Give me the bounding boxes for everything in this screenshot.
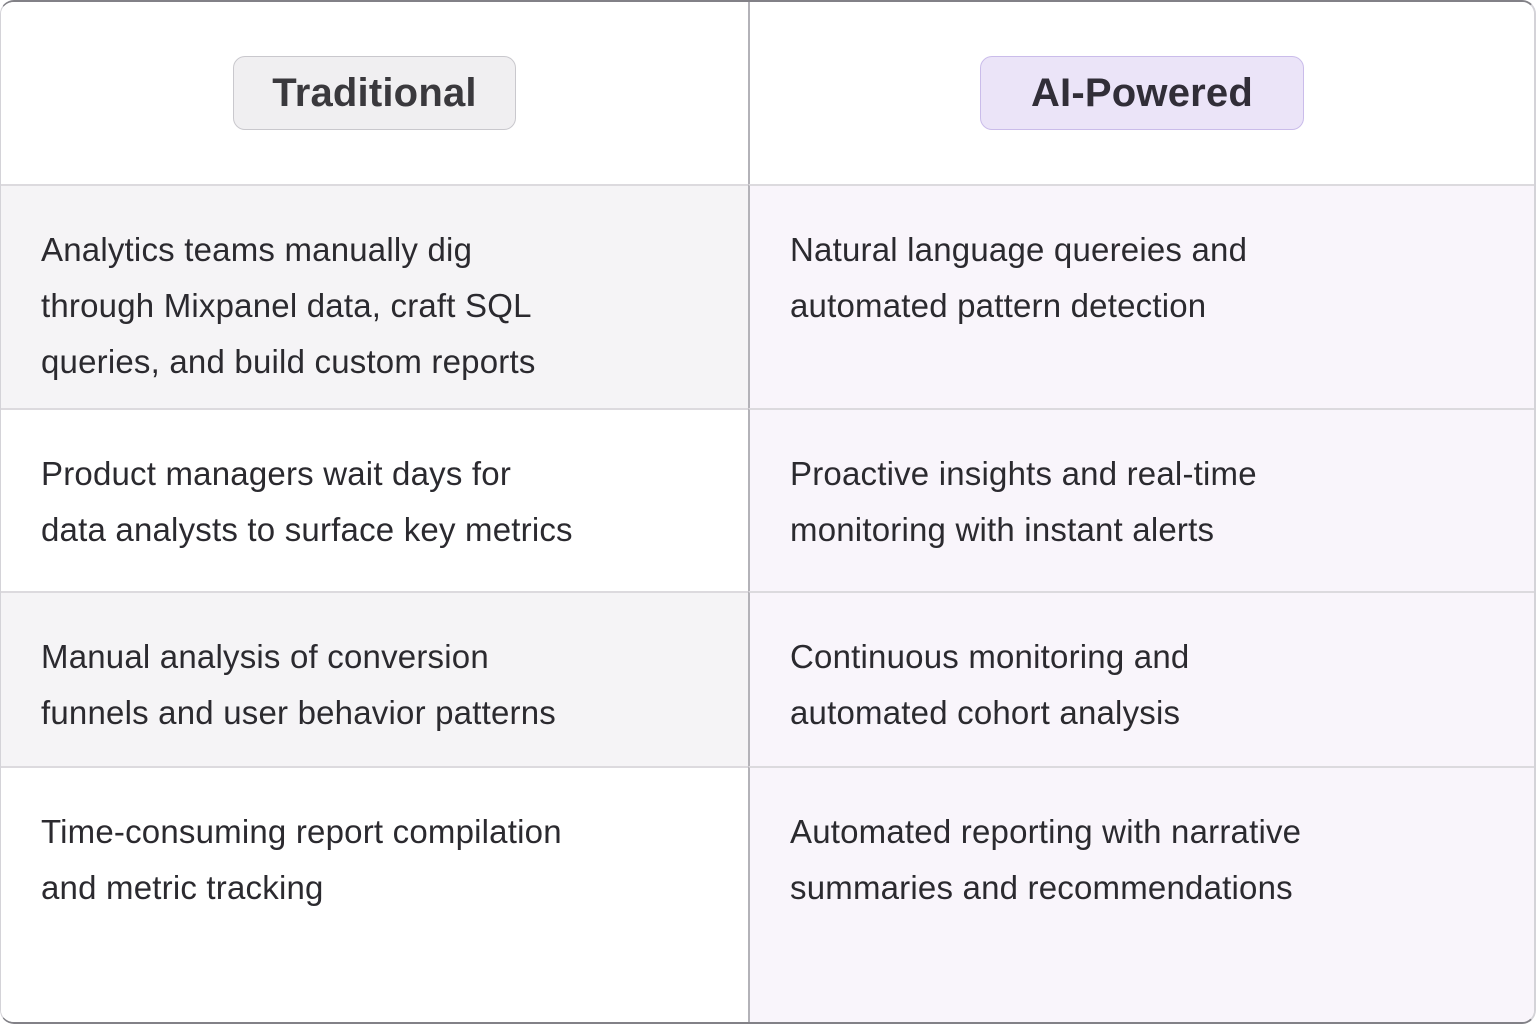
ai-row-3-text: Continuous monitoring and automated coho… <box>790 638 1190 731</box>
table-row-1-cell-traditional: Analytics teams manually dig through Mix… <box>1 184 748 408</box>
table-row-4-cell-traditional: Time-consuming report compilation and me… <box>1 766 748 1022</box>
column-header-ai-powered: AI-Powered <box>748 2 1534 184</box>
traditional-row-4-text: Time-consuming report compilation and me… <box>41 813 562 906</box>
ai-row-2-text: Proactive insights and real-time monitor… <box>790 455 1257 548</box>
ai-powered-badge: AI-Powered <box>979 56 1305 130</box>
table-row-3-cell-ai: Continuous monitoring and automated coho… <box>748 591 1534 766</box>
traditional-badge: Traditional <box>233 56 516 130</box>
traditional-row-2-text: Product managers wait days for data anal… <box>41 455 573 548</box>
ai-row-1-text: Natural language quereies and automated … <box>790 231 1248 324</box>
table-row-3-cell-traditional: Manual analysis of conversion funnels an… <box>1 591 748 766</box>
table-row-2-cell-traditional: Product managers wait days for data anal… <box>1 408 748 591</box>
traditional-row-1-text: Analytics teams manually dig through Mix… <box>41 231 536 380</box>
traditional-row-3-text: Manual analysis of conversion funnels an… <box>41 638 556 731</box>
ai-row-4-text: Automated reporting with narrative summa… <box>790 813 1302 906</box>
column-header-traditional: Traditional <box>1 2 748 184</box>
table-row-4-cell-ai: Automated reporting with narrative summa… <box>748 766 1534 1022</box>
table-row-2-cell-ai: Proactive insights and real-time monitor… <box>748 408 1534 591</box>
table-row-1-cell-ai: Natural language quereies and automated … <box>748 184 1534 408</box>
